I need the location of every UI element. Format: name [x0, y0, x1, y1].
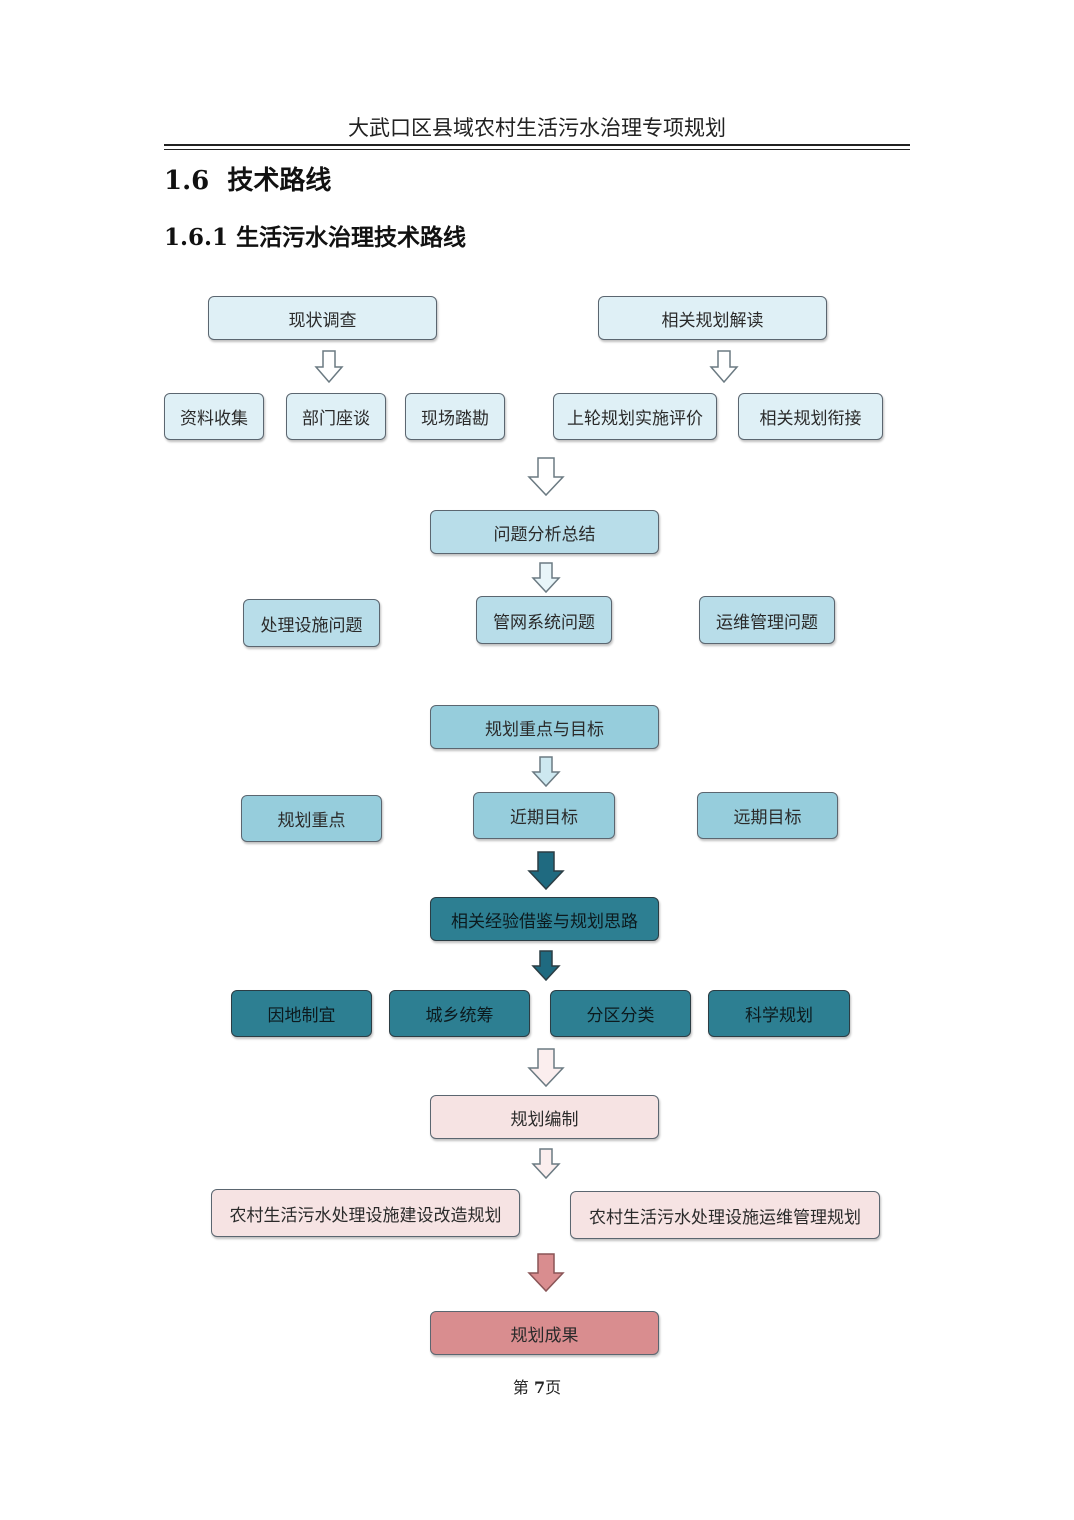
- box-dept-talks: 部门座谈: [286, 393, 386, 440]
- box-site-survey: 现场踏勘: [405, 393, 505, 440]
- down-arrow-icon: [527, 1253, 565, 1293]
- box-survey: 现状调查: [208, 296, 437, 340]
- down-arrow-icon: [531, 756, 561, 788]
- page-suffix: 页: [545, 1378, 562, 1397]
- box-plan-reading: 相关规划解读: [598, 296, 827, 340]
- down-arrow-icon: [531, 562, 561, 594]
- down-arrow-icon: [527, 851, 565, 891]
- box-result: 规划成果: [430, 1311, 659, 1355]
- box-short-goal: 近期目标: [473, 792, 615, 839]
- subsection-heading: 1.6.1 生活污水治理技术路线: [164, 224, 467, 251]
- page-prefix: 第: [512, 1378, 534, 1397]
- down-arrow-icon: [709, 350, 739, 384]
- box-experience: 相关经验借鉴与规划思路: [430, 897, 659, 941]
- box-focus: 规划重点: [241, 795, 382, 842]
- box-zoning: 分区分类: [550, 990, 691, 1037]
- box-scientific: 科学规划: [708, 990, 850, 1037]
- down-arrow-icon: [531, 1148, 561, 1180]
- box-facility-problem: 处理设施问题: [243, 599, 380, 647]
- box-om-plan: 农村生活污水处理设施运维管理规划: [570, 1191, 880, 1239]
- box-prev-plan-eval: 上轮规划实施评价: [553, 393, 717, 440]
- box-network-problem: 管网系统问题: [476, 596, 612, 644]
- box-urban-rural: 城乡统筹: [389, 990, 530, 1037]
- down-arrow-icon: [314, 350, 344, 384]
- box-focus-goals: 规划重点与目标: [430, 705, 659, 749]
- down-arrow-icon: [531, 950, 561, 982]
- box-om-problem: 运维管理问题: [699, 596, 835, 644]
- document-header-title: 大武口区县域农村生活污水治理专项规划: [348, 116, 726, 140]
- box-long-goal: 远期目标: [697, 792, 838, 839]
- box-local: 因地制宜: [231, 990, 372, 1037]
- box-compile: 规划编制: [430, 1095, 659, 1139]
- box-plan-connection: 相关规划衔接: [738, 393, 883, 440]
- page-number: 7: [533, 1378, 546, 1397]
- header-rule-thin: [164, 149, 910, 150]
- box-data-collection: 资料收集: [164, 393, 264, 440]
- section-heading: 1.6 技术路线: [164, 166, 332, 196]
- box-problem-summary: 问题分析总结: [430, 510, 659, 554]
- box-construction-plan: 农村生活污水处理设施建设改造规划: [211, 1189, 520, 1237]
- header-rule-thick: [164, 144, 910, 146]
- page-footer: 第 7页: [0, 1374, 1074, 1398]
- down-arrow-icon: [527, 1048, 565, 1088]
- down-arrow-icon: [527, 457, 565, 497]
